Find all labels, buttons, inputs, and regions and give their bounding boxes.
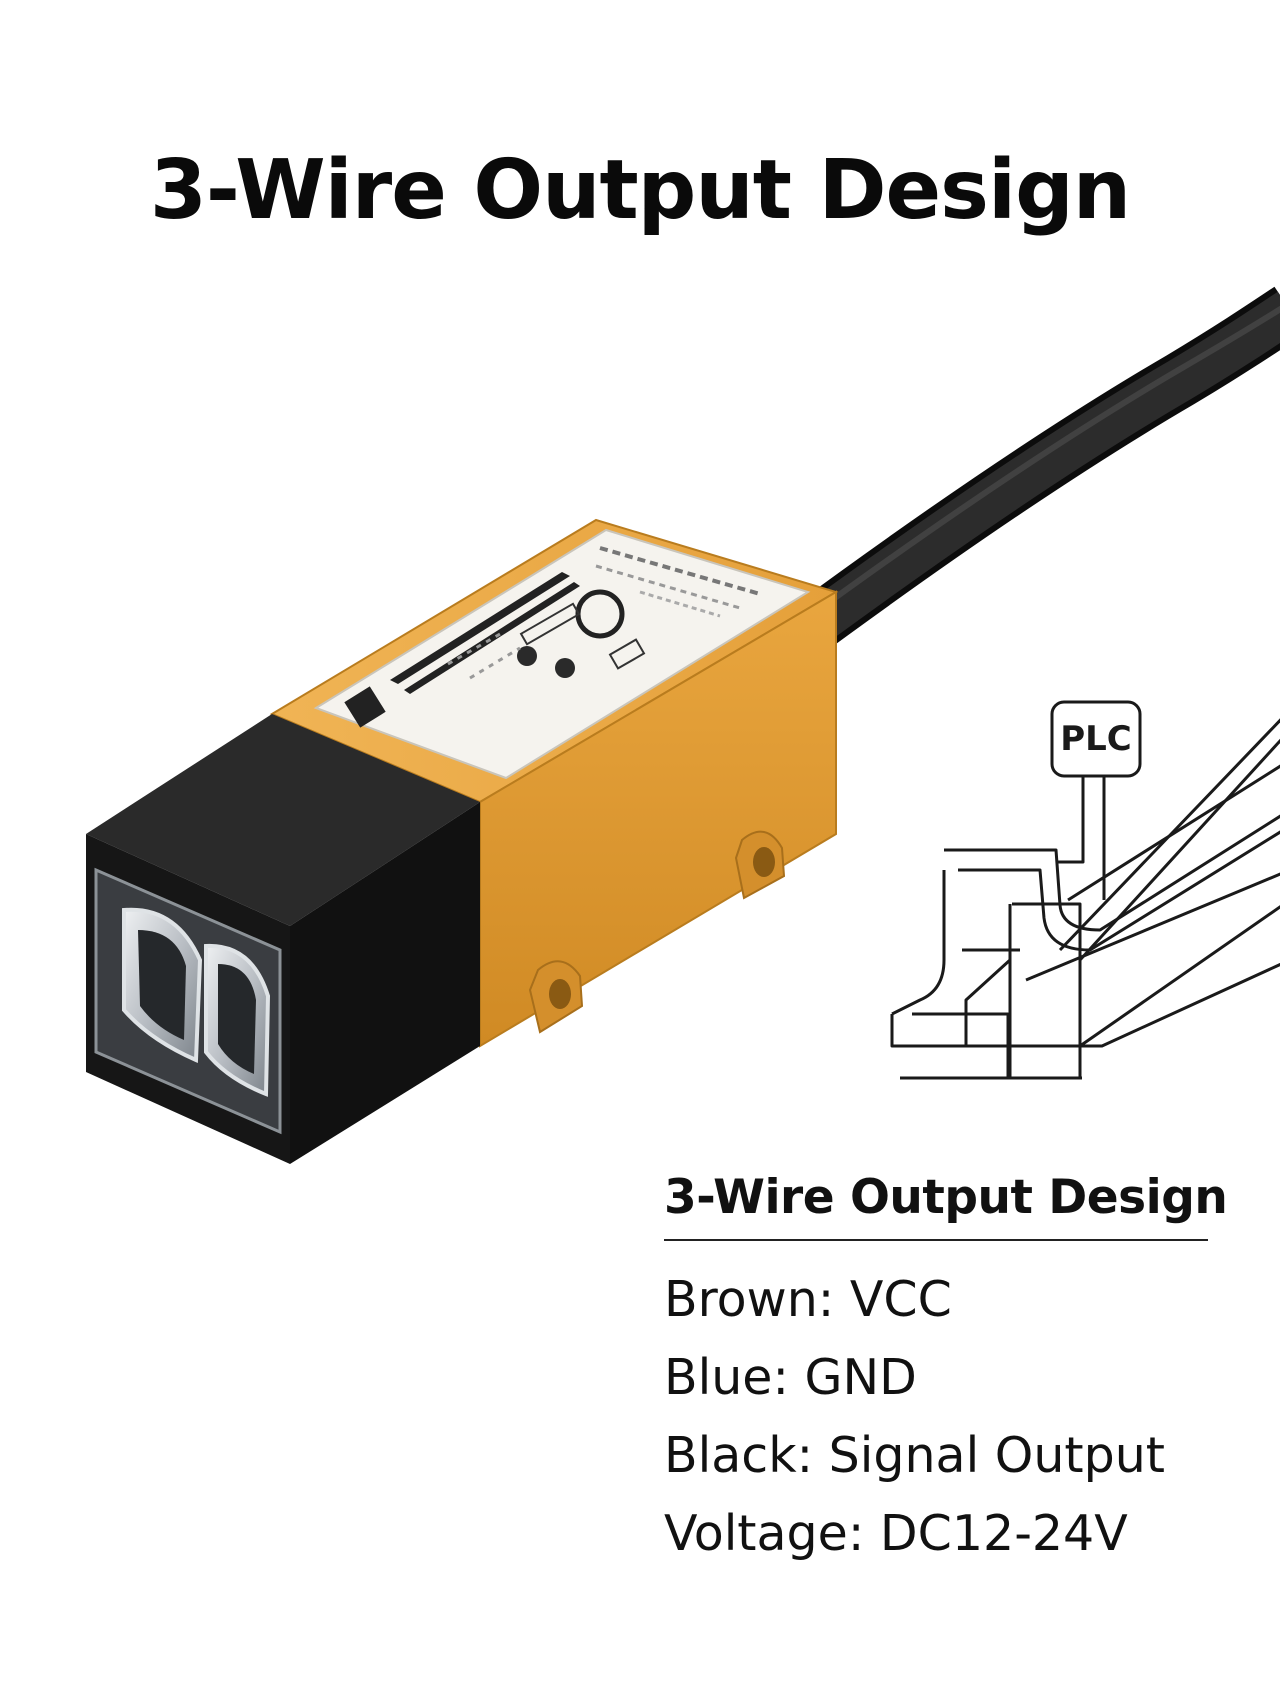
spec-value: VCC — [849, 1271, 952, 1328]
spec-value: Signal Output — [828, 1427, 1165, 1484]
mounting-tab — [528, 830, 786, 1034]
photoelectric-sensor — [86, 518, 839, 1164]
page-title: 3-Wire Output Design — [149, 142, 1131, 238]
spec-wire: Brown — [664, 1271, 818, 1328]
spec-wire: Blue — [664, 1349, 773, 1406]
spec-item-blue: Blue: GND — [664, 1349, 917, 1406]
plc-label: PLC — [1060, 719, 1132, 759]
spec-heading: 3-Wire Output Design — [664, 1170, 1228, 1241]
plc-box — [1050, 700, 1142, 778]
cable — [788, 286, 1280, 655]
label-panel — [344, 546, 761, 728]
spec-panel: 3-Wire Output Design Brown: VCC Blue: GN… — [664, 1170, 1228, 1573]
spec-wire: Voltage — [664, 1505, 848, 1562]
spec-value: DC12-24V — [879, 1505, 1128, 1562]
spec-item-voltage: Voltage: DC12-24V — [664, 1505, 1128, 1562]
lens-left — [122, 907, 203, 1063]
spec-list: Brown: VCC Blue: GND Black: Signal Outpu… — [664, 1261, 1208, 1573]
wiring-diagram: PLC — [890, 700, 1280, 1080]
spec-item-brown: Brown: VCC — [664, 1271, 952, 1328]
lens-right — [204, 943, 271, 1097]
spec-item-black: Black: Signal Output — [664, 1427, 1165, 1484]
spec-wire: Black — [664, 1427, 797, 1484]
spec-value: GND — [804, 1349, 917, 1406]
